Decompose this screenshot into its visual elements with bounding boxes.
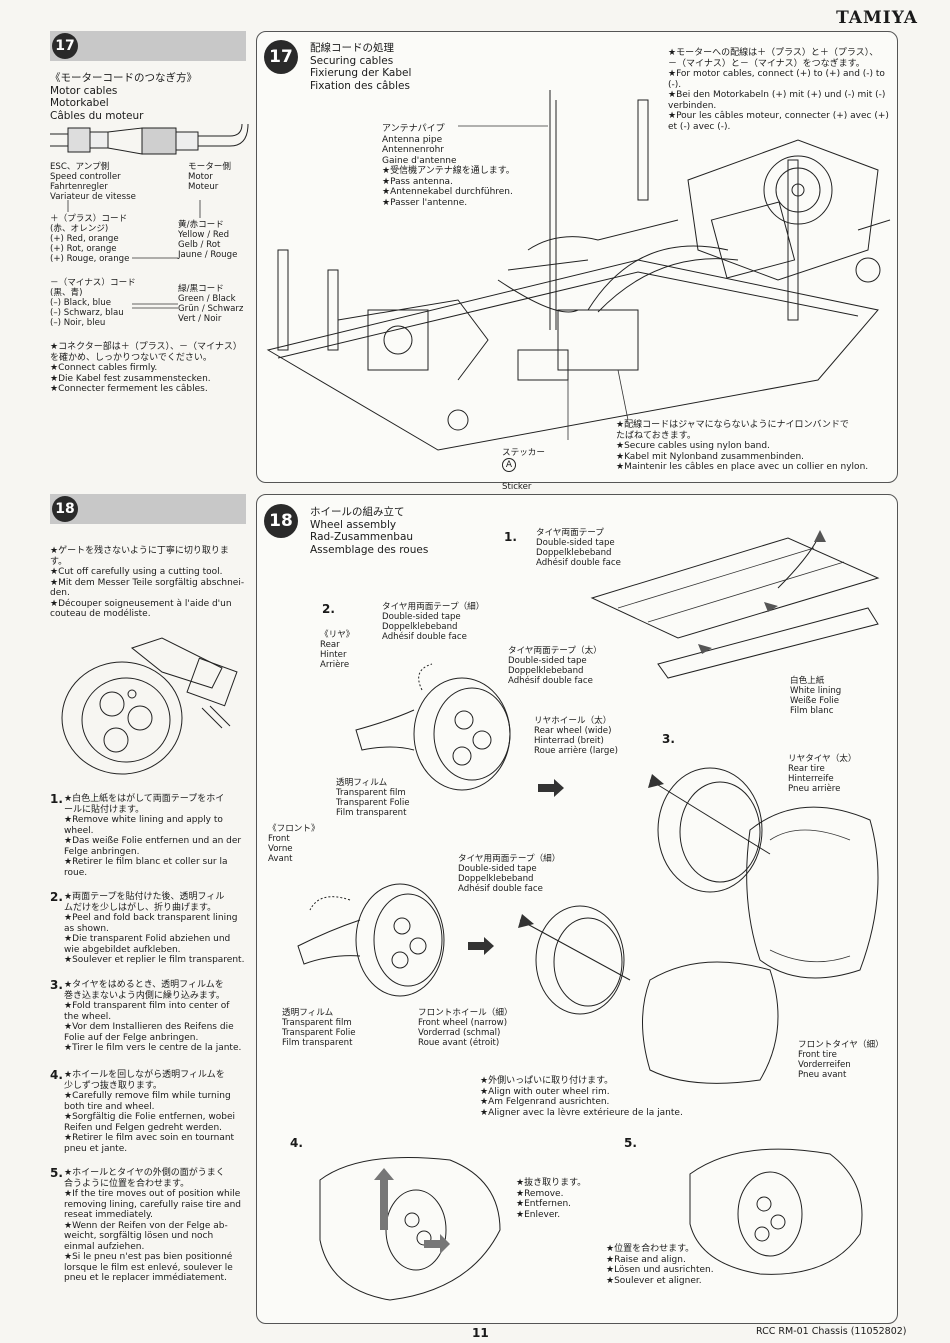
- tape-narrow-label: タイヤ用両面テープ（細） Double-sided tape Doppelkle…: [382, 602, 485, 642]
- transparent-film-label-2: 透明フィルム Transparent film Transparent Foli…: [282, 1008, 356, 1048]
- substep-1-number: 1.: [504, 530, 517, 544]
- tape-wide-label: タイヤ両面テープ（太） Double-sided tape Doppelkleb…: [508, 646, 602, 686]
- tape-strip-illustration: [590, 530, 880, 679]
- cable-leader-lines: [67, 200, 201, 309]
- tape-label-1: タイヤ両面テープ Double-sided tape Doppelklebeba…: [536, 528, 621, 568]
- arrow-right-1: [538, 779, 564, 797]
- wheel-assembly-title: ホイールの組み立て Wheel assembly Rad-Zusammenbau…: [310, 506, 429, 556]
- front-wheel-label: フロントホイール（細） Front wheel (narrow) Vorderr…: [418, 1008, 513, 1048]
- rear-wheel-label: リヤホイール（太） Rear wheel (wide) Hinterrad (b…: [534, 716, 619, 756]
- sticker-label: ステッカー A Sticker: [502, 438, 545, 492]
- instruction-5: 5. ★ホイールとタイヤの外側の面がうまく 合うように位置を合わせます。 ★If…: [50, 1162, 250, 1284]
- instruction-3-text: ★タイヤをはめるとき、透明フィルムを 巻き込まないよう内側に繰り込みます。 ★F…: [64, 980, 242, 1053]
- step-18-header-bar: [50, 494, 246, 524]
- chassis-illustration: [266, 90, 891, 451]
- raise-align-note: ★位置を合わせます。 ★Raise and align. ★Lösen und …: [606, 1244, 714, 1286]
- align-outer-rim-note: ★外側いっぱいに取り付けます。 ★Align with outer wheel …: [480, 1076, 683, 1118]
- antenna-pipe-label: アンテナパイプ Antenna pipe Antennenrohr Gaine …: [382, 124, 515, 208]
- front-wheel-tire-illustration: [518, 905, 779, 1084]
- step-18-panel-badge: 18: [264, 504, 298, 538]
- transparent-film-label-1: 透明フィルム Transparent film Transparent Foli…: [336, 778, 410, 818]
- motor-cable-polarity-note: ★モーターへの配線は＋（プラス）と＋（プラス）、 －（マイナス）と－（マイナス）…: [668, 48, 889, 132]
- instruction-4-number: 4.: [50, 1068, 63, 1082]
- arrow-right-2: [468, 937, 494, 955]
- instruction-1: 1. ★白色上紙をはがして両面テープをホイ ールに貼付けます。 ★Remove …: [50, 788, 250, 878]
- rear-tire-label: リヤタイヤ（太） Rear tire Hinterreife Pneu arri…: [788, 754, 857, 794]
- instruction-5-number: 5.: [50, 1166, 63, 1180]
- front-label: 《フロント》 Front Vorne Avant: [268, 824, 320, 864]
- substep-2-number: 2.: [322, 602, 335, 616]
- instruction-4: 4. ★ホイールを回しながら透明フィルムを 少しずつ抜き取ります。 ★Caref…: [50, 1064, 250, 1154]
- raise-align-illustration: [689, 1148, 863, 1275]
- model-code: RCC RM-01 Chassis (11052802): [756, 1326, 907, 1337]
- instruction-2-text: ★両面テープを貼付けた後、透明フィル ムだけを少しはがし、折り曲げます。 ★Pe…: [64, 892, 245, 965]
- instruction-2-number: 2.: [50, 890, 63, 904]
- instruction-3-number: 3.: [50, 978, 63, 992]
- instruction-5-text: ★ホイールとタイヤの外側の面がうまく 合うように位置を合わせます。 ★If th…: [64, 1168, 241, 1283]
- instruction-2: 2. ★両面テープを貼付けた後、透明フィル ムだけを少しはがし、折り曲げます。 …: [50, 886, 250, 966]
- front-wheel-tape-illustration: [297, 883, 445, 997]
- remove-note: ★抜き取ります。 ★Remove. ★Entfernen. ★Enlever.: [516, 1178, 587, 1220]
- wheel-cutting-illustration: [61, 637, 238, 775]
- step-18-badge: 18: [52, 496, 78, 522]
- nylon-band-note: ★配線コードはジャマにならないようにナイロンバンドで たばねておきます。 ★Se…: [616, 420, 869, 472]
- tape-narrow-label-2: タイヤ用両面テープ（細） Double-sided tape Doppelkle…: [458, 854, 561, 894]
- esc-side-label: ESC、アンプ側 Speed controller Fahrtenregler …: [50, 162, 136, 202]
- rear-label: 《リヤ》 Rear Hinter Arrière: [320, 630, 355, 670]
- substep-5-number: 5.: [624, 1136, 637, 1150]
- connector-illustration: [50, 124, 249, 155]
- front-tire-label: フロントタイヤ（細） Front tire Vorderreifen Pneu …: [798, 1040, 884, 1080]
- step-17-badge: 17: [52, 33, 78, 59]
- step-17-panel: [256, 31, 898, 483]
- instruction-1-number: 1.: [50, 792, 63, 806]
- sticker-label-en: Sticker: [502, 482, 532, 492]
- motor-cables-title: 《モーターコードのつなぎ方》 Motor cables Motorkabel C…: [50, 72, 197, 122]
- remove-film-illustration: [319, 1157, 501, 1301]
- substep-3-number: 3.: [662, 732, 675, 746]
- instruction-1-text: ★白色上紙をはがして両面テープをホイ ールに貼付けます。 ★Remove whi…: [64, 794, 242, 878]
- step-17-header-bar: [50, 31, 246, 61]
- motor-side-label: モーター側 Motor Moteur: [188, 162, 231, 192]
- rear-wheel-tape-illustration: [355, 663, 511, 791]
- green-black-label: 緑/黒コード Green / Black Grün / Schwarz Vert…: [178, 284, 244, 324]
- brand-logo: TAMIYA: [836, 8, 918, 28]
- instruction-4-text: ★ホイールを回しながら透明フィルムを 少しずつ抜き取ります。 ★Carefull…: [64, 1070, 236, 1154]
- rear-wheel-tire-illustration: [648, 767, 879, 979]
- sticker-letter-badge: A: [502, 458, 516, 472]
- instruction-3: 3. ★タイヤをはめるとき、透明フィルムを 巻き込まないよう内側に繰り込みます。…: [50, 974, 250, 1054]
- securing-cables-title: 配線コードの処理 Securing cables Fixierung der K…: [310, 42, 412, 92]
- yellow-red-label: 黄/赤コード Yellow / Red Gelb / Rot Jaune / R…: [178, 220, 238, 260]
- minus-cable-label: －（マイナス）コード (黒、青) (–) Black, blue (–) Sch…: [50, 278, 136, 328]
- connector-note: ★コネクター部は＋（プラス）、－（マイナス） を確かめ、しっかりつないでください…: [50, 342, 242, 394]
- plus-cable-label: ＋（プラス）コード (赤、オレンジ) (+) Red, orange (+) R…: [50, 214, 130, 264]
- gate-cut-note: ★ゲートを残さないように丁寧に切り取りま す。 ★Cut off careful…: [50, 546, 245, 619]
- page-number: 11: [472, 1326, 489, 1340]
- sticker-label-jp: ステッカー: [502, 448, 545, 458]
- white-lining-label: 白色上紙 White lining Weiße Folie Film blanc: [790, 676, 842, 716]
- substep-4-number: 4.: [290, 1136, 303, 1150]
- step-17-panel-badge: 17: [264, 40, 298, 74]
